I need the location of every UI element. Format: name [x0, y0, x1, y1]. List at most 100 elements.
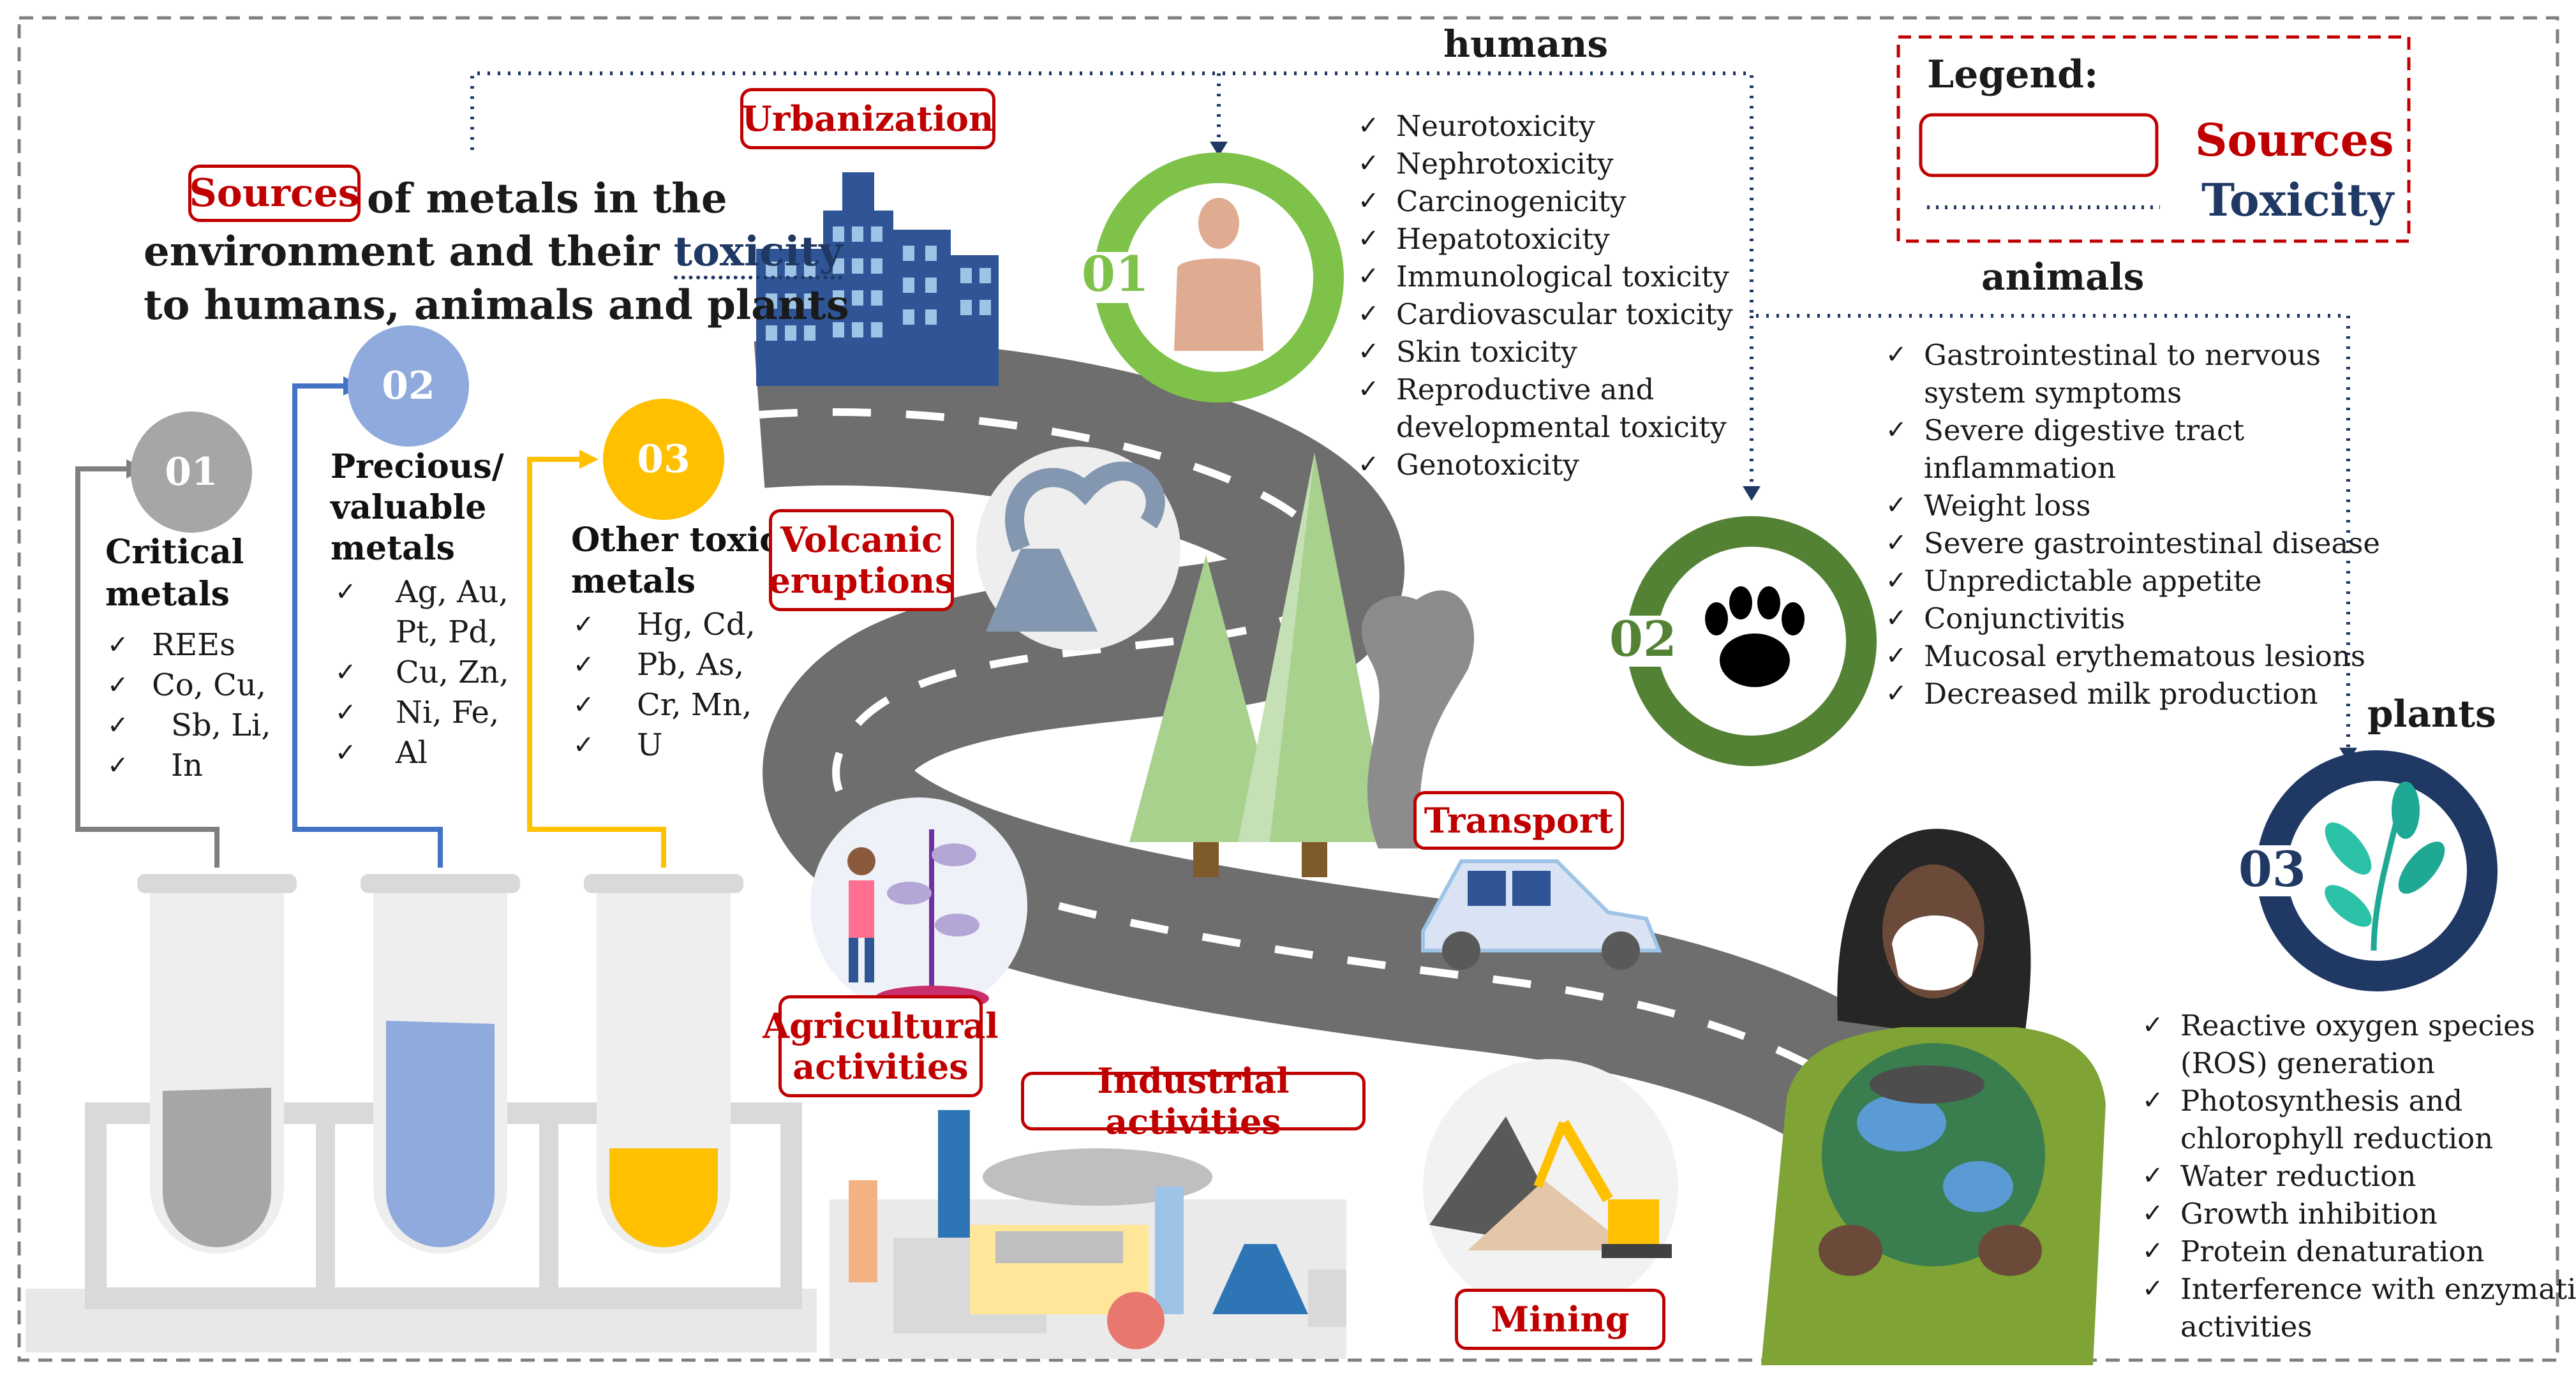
animals-effect: Severe digestive tract	[1886, 411, 2380, 449]
volcano-scene	[976, 447, 1180, 651]
humans-heading: humans	[1443, 22, 1609, 66]
building-windows	[766, 226, 991, 341]
toxicity-connectors	[470, 71, 2350, 750]
animals-effect: Gastrointestinal to nervous	[1886, 336, 2380, 374]
tube-02	[361, 874, 520, 1254]
metal-group-03-line2: metals	[571, 562, 696, 601]
humans-effect: Skin toxicity	[1358, 333, 1733, 371]
plants-effect-cont: activities	[2180, 1310, 2312, 1344]
source-transport: Transport	[1413, 791, 1624, 850]
tube-01	[137, 874, 297, 1254]
title-line2: environment and their toxicity	[144, 225, 843, 279]
title-line2-prefix: environment and their	[144, 228, 660, 276]
title-line1: of metals in the	[367, 175, 727, 223]
connector-02	[292, 383, 443, 868]
metal-group-03-list: Hg, Cd, Pb, As, Cr, Mn, U	[573, 605, 756, 766]
road	[754, 338, 1963, 1192]
metal-group-03-badge: 03	[603, 399, 724, 520]
animals-effect: Decreased milk production	[1886, 675, 2380, 713]
humans-effects-list: Neurotoxicity Nephrotoxicity Carcinogeni…	[1358, 107, 1733, 484]
plants-effect: Growth inhibition	[2142, 1195, 2576, 1233]
metal-item: Cr, Mn,	[573, 685, 756, 725]
legend-title: Legend:	[1927, 52, 2099, 97]
humans-effect: Neurotoxicity	[1358, 107, 1733, 145]
source-industrial-activities: Industrial activities	[1021, 1060, 1366, 1142]
metal-group-02-line3: metals	[331, 529, 455, 568]
plants-heading: plants	[2367, 692, 2496, 736]
metal-group-01-line1: Critical	[105, 533, 244, 572]
connector-01	[75, 466, 220, 868]
agriculture-scene	[810, 797, 1027, 1014]
animals-effect: Weight loss	[1886, 487, 2380, 524]
metal-group-02-line1: Precious/	[331, 447, 504, 486]
plants-number: 03	[2238, 841, 2306, 898]
metal-item: Cu, Zn,	[335, 653, 509, 693]
animals-effect-cont: system symptoms	[1924, 376, 2182, 410]
metal-item: Al	[335, 733, 509, 773]
mining-scene	[1423, 1059, 1678, 1314]
metal-group-03-line1: Other toxic	[571, 521, 780, 559]
plants-effect: Reactive oxygen species	[2142, 1007, 2576, 1044]
outer-frame	[17, 16, 2559, 1362]
humans-effect: Immunological toxicity	[1358, 258, 1733, 295]
metal-item: Co, Cu,	[107, 665, 271, 706]
animals-effect-cont: inflammation	[1924, 451, 2116, 485]
car	[1421, 859, 1662, 970]
woman-earth-figure	[1761, 829, 2106, 1365]
animals-effect: Severe gastrointestinal disease	[1886, 524, 2380, 562]
animals-effects-list: Gastrointestinal to nervous system sympt…	[1886, 336, 2380, 713]
tube-03	[584, 874, 743, 1254]
metal-item: Hg, Cd,	[573, 605, 756, 645]
metal-group-02-list: Ag, Au, Pt, Pd, Cu, Zn, Ni, Fe, Al	[335, 572, 509, 773]
title-toxicity-word: toxicity	[673, 228, 843, 279]
humans-effect: Cardiovascular toxicity	[1358, 295, 1733, 333]
legend-source-swatch	[1919, 113, 2159, 177]
source-urbanization: Urbanization	[740, 88, 995, 149]
metal-group-02-badge: 02	[348, 325, 469, 447]
humans-effect: Genotoxicity	[1358, 446, 1733, 484]
animals-effect: Conjunctivitis	[1886, 600, 2380, 637]
metal-item: U	[573, 725, 756, 766]
humans-effect: Nephrotoxicity	[1358, 145, 1733, 182]
metal-group-02-line2: valuable	[331, 488, 487, 527]
metal-group-01-badge: 01	[131, 411, 252, 533]
humans-effect: Reproductive and	[1358, 371, 1733, 408]
legend-frame	[1896, 35, 2411, 243]
plants-effect: Water reduction	[2142, 1157, 2576, 1195]
metal-item: Sb, Li,	[107, 706, 271, 746]
humans-effect: Carcinogenicity	[1358, 182, 1733, 220]
legend-sources-label: Sources	[2195, 114, 2394, 167]
animals-number: 02	[1609, 611, 1677, 667]
industrial-scene	[830, 1110, 1346, 1359]
plants-effect-cont: (ROS) generation	[2180, 1046, 2435, 1080]
metal-item: Ni, Fe,	[335, 693, 509, 733]
metal-item: Pt, Pd,	[396, 614, 498, 650]
animals-effect: Mucosal erythematous lesions	[1886, 637, 2380, 675]
plants-effect: Interference with enzymatic	[2142, 1270, 2576, 1308]
humans-ring	[1085, 152, 1344, 403]
humans-effect: Hepatotoxicity	[1358, 220, 1733, 258]
connector-03	[527, 457, 666, 868]
plants-effect: Protein denaturation	[2142, 1233, 2576, 1270]
smoke	[1362, 590, 1475, 848]
title-sources-box: Sources	[188, 165, 361, 222]
animals-effect: Unpredictable appetite	[1886, 562, 2380, 600]
animals-heading: animals	[1981, 255, 2145, 299]
metal-item: Ag, Au,	[335, 572, 509, 612]
metal-item: In	[107, 746, 271, 786]
plants-effect-cont: chlorophyll reduction	[2180, 1122, 2494, 1155]
metal-group-01-list: REEs Co, Cu, Sb, Li, In	[107, 625, 271, 786]
legend-toxicity-label: Toxicity	[2201, 174, 2394, 226]
humans-number: 01	[1082, 246, 1149, 302]
title-line3: to humans, animals and plants	[144, 281, 849, 329]
metal-item: REEs	[107, 625, 271, 665]
metal-item: Pb, As,	[573, 645, 756, 685]
metal-group-01-line2: metals	[105, 575, 230, 614]
test-tube-rack	[26, 874, 817, 1352]
plants-effect: Photosynthesis and	[2142, 1082, 2576, 1120]
trees	[1129, 453, 1391, 877]
